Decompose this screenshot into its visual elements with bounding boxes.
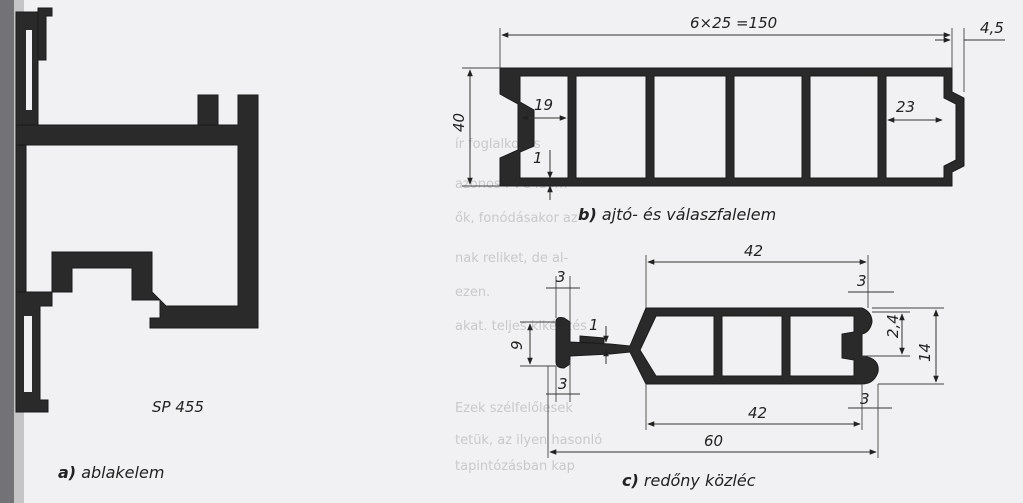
model-label: SP 455 bbox=[152, 398, 204, 416]
dim-c-total: 60 bbox=[704, 432, 723, 450]
profile-a-slot-top bbox=[26, 30, 32, 110]
figure-a-window-profile: SP 455 a) ablakelem bbox=[15, 7, 259, 482]
dim-wall: 1 bbox=[533, 149, 543, 167]
figure-c-shutter-slat-profile: 42 3 3 9 1 3 2,4 14 bbox=[508, 242, 944, 490]
dim-c-right-top: 3 bbox=[857, 272, 867, 290]
bg-line: tapintózásban kap bbox=[455, 459, 575, 474]
bg-line: akat. teljes kiképzés bbox=[455, 319, 587, 334]
dim-c-left-height: 9 bbox=[508, 340, 526, 350]
dim-top-edge: 4,5 bbox=[980, 19, 1004, 37]
profile-c-body bbox=[555, 307, 879, 385]
dim-c-right-height: 14 bbox=[916, 343, 934, 362]
dim-c-top-width: 42 bbox=[744, 242, 763, 260]
profile-a-left-lip-top bbox=[37, 7, 53, 61]
bg-line: Ezek szélfelőlesek bbox=[455, 401, 573, 416]
profile-a-body bbox=[15, 94, 259, 329]
bg-line: ők, fonódásakor az bbox=[455, 211, 578, 226]
figure-b-caption: b) ajtó- és válaszfalelem bbox=[578, 205, 776, 224]
scan-shadow bbox=[0, 0, 14, 503]
background-bleed-text: ír foglalkozás azonos PVC idom- ők, fonó… bbox=[455, 137, 602, 474]
figure-c-caption: c) redőny közléc bbox=[622, 471, 756, 490]
profile-a-base-flange bbox=[15, 144, 27, 293]
figure-a-caption: a) ablakelem bbox=[58, 463, 164, 482]
bg-line: nak reliket, de al- bbox=[455, 251, 569, 266]
dim-c-left-top: 3 bbox=[556, 268, 566, 286]
dim-c-right-inner: 2,4 bbox=[884, 314, 902, 338]
dim-c-left-bottom: 3 bbox=[558, 375, 568, 393]
profile-a-left-bar-bottom bbox=[15, 291, 53, 413]
dim-c-wall: 1 bbox=[589, 316, 599, 334]
dim-height: 40 bbox=[450, 113, 468, 132]
bg-line: tetük, az ilyen hasonló bbox=[455, 433, 602, 448]
profile-b-body bbox=[499, 67, 965, 187]
dim-top-total: 6×25 =150 bbox=[690, 14, 777, 32]
profile-a-cavity-inner bbox=[78, 272, 128, 296]
dim-c-right-bottom: 3 bbox=[860, 390, 870, 408]
dim-left-cell: 19 bbox=[534, 96, 553, 114]
profile-a-slot-bottom bbox=[24, 316, 32, 392]
dim-right-cell: 23 bbox=[896, 98, 915, 116]
dim-c-bottom-width: 42 bbox=[748, 404, 767, 422]
figure-b-door-partition-profile: 6×25 =150 4,5 40 19 1 23 b) ajtó- és vál… bbox=[450, 14, 1005, 224]
profile-a-top-hook bbox=[197, 94, 219, 126]
bg-line: ezen. bbox=[455, 285, 490, 300]
